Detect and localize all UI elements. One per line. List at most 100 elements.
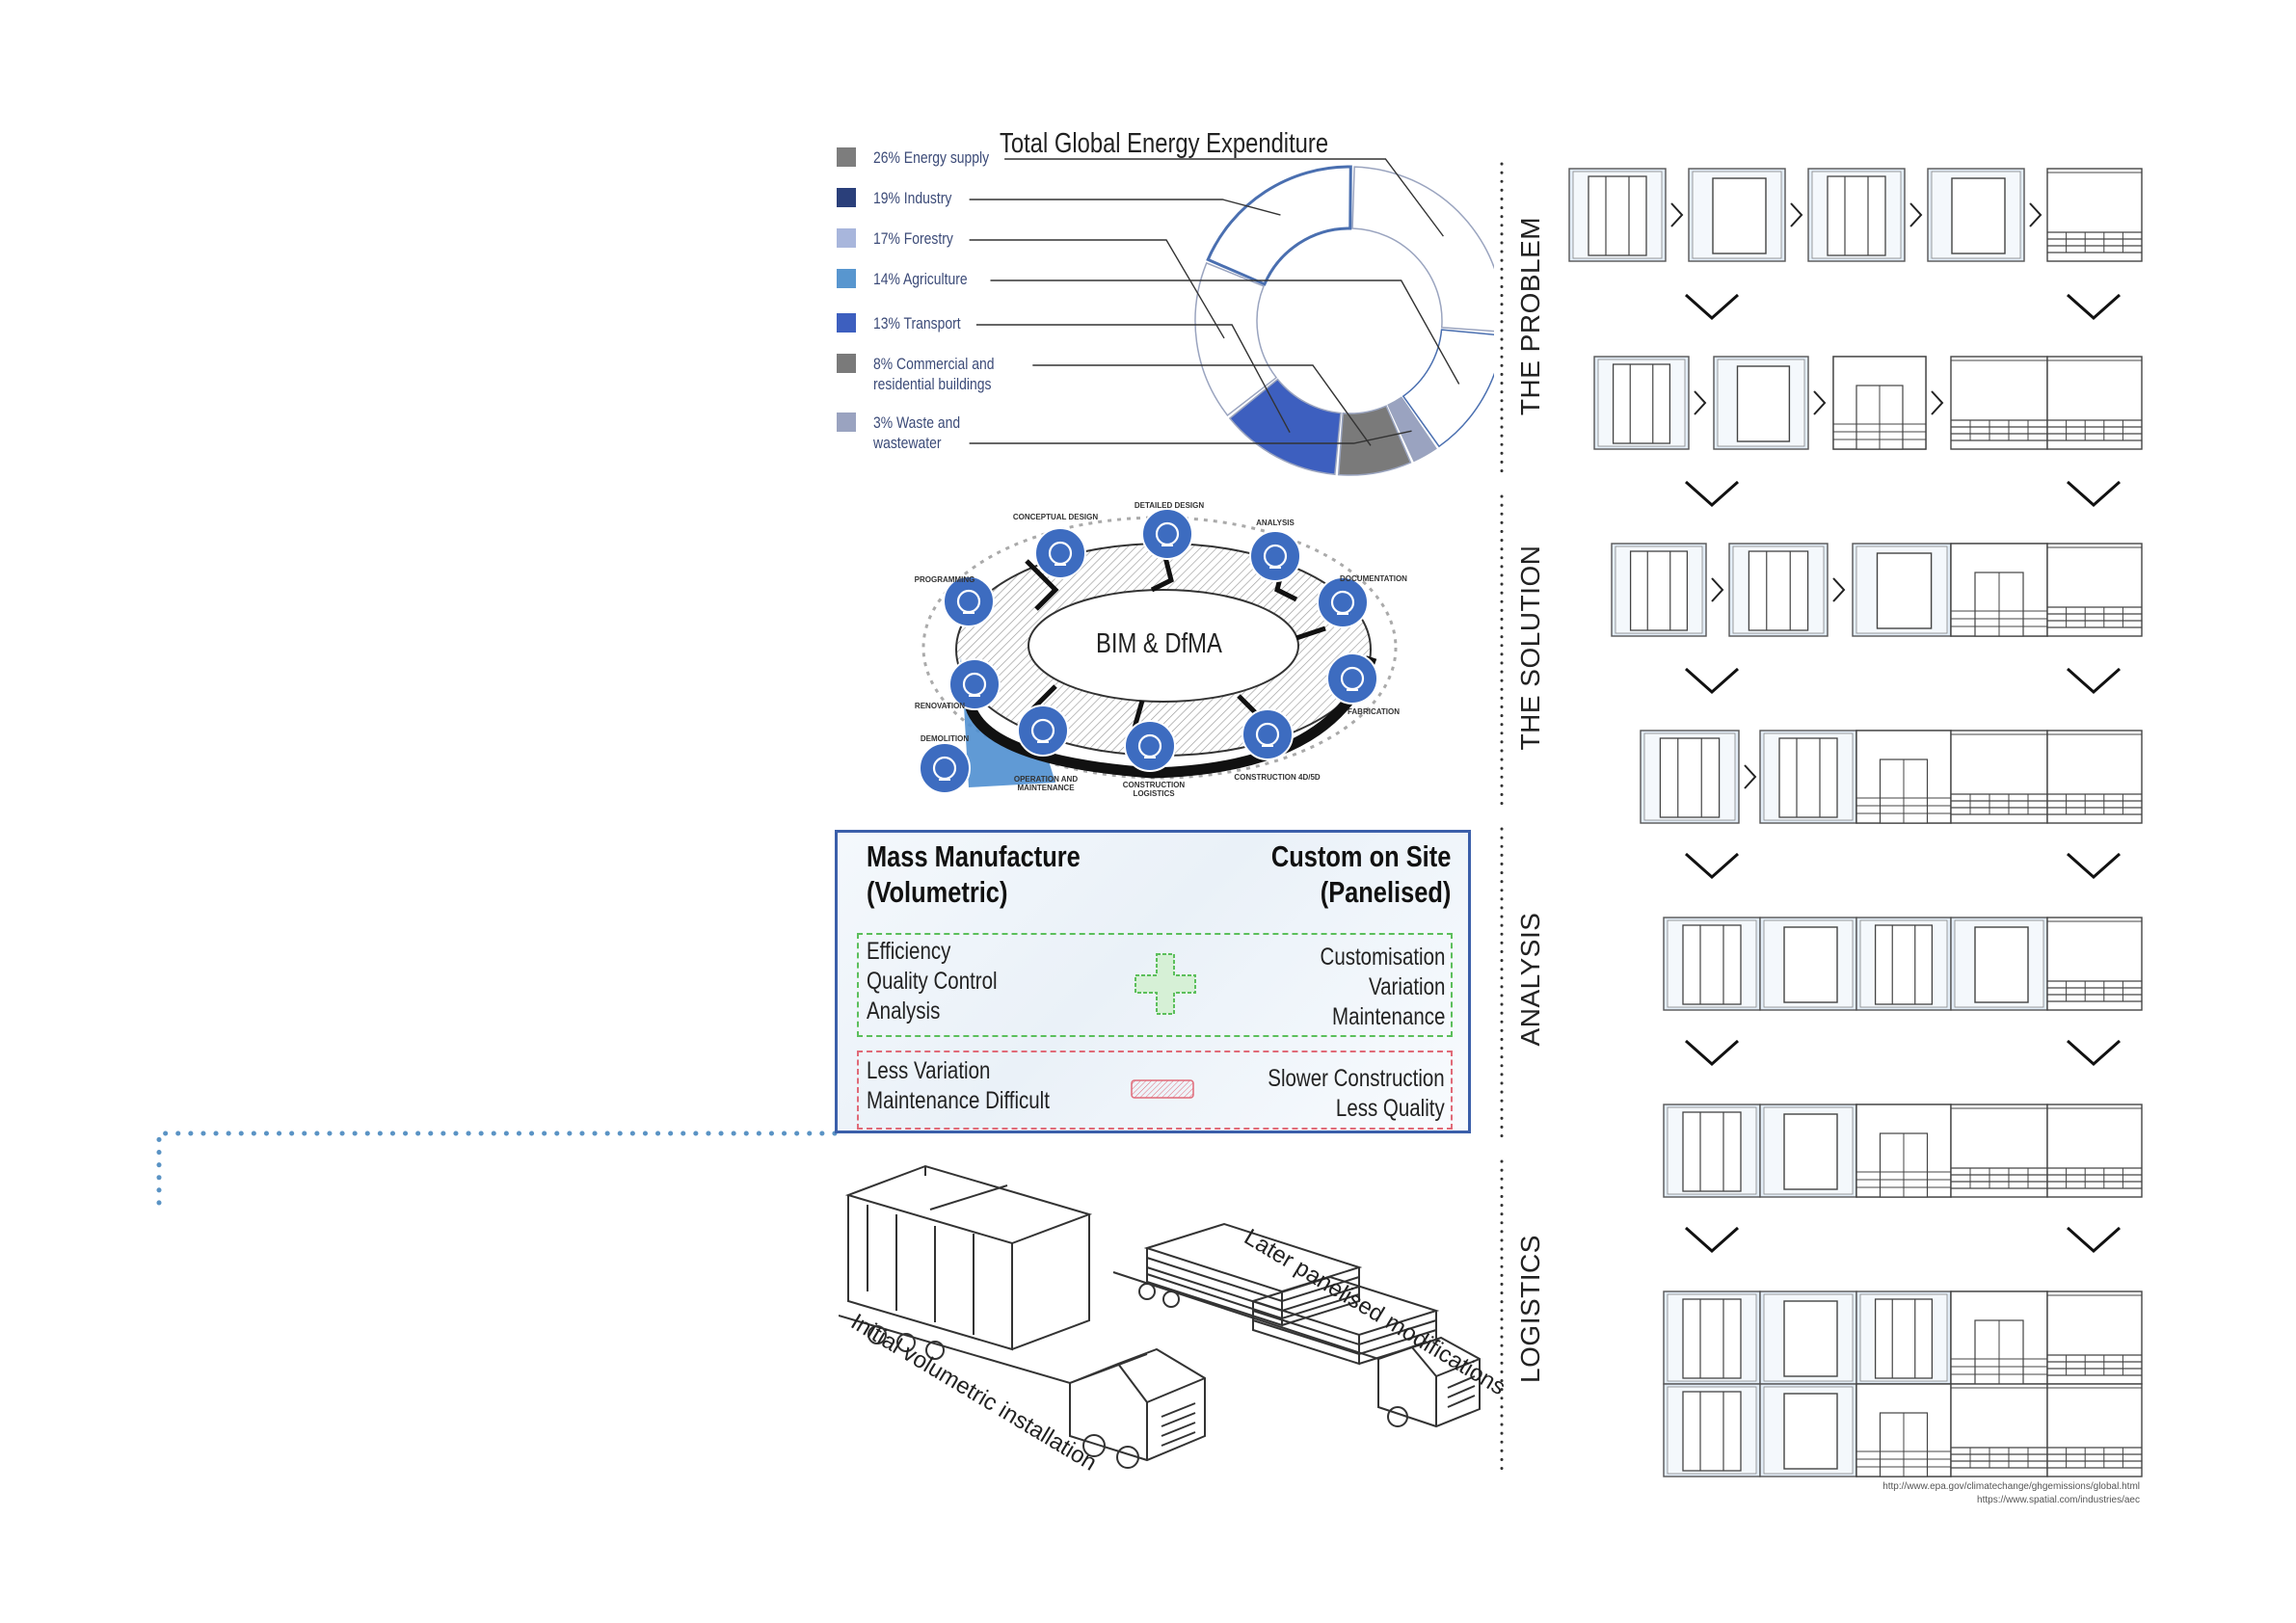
- bim-center-label: BIM & DfMA: [1096, 628, 1222, 659]
- bim-stage-label: CONSTRUCTION 4D/5D: [1234, 773, 1321, 782]
- excavator-icon: [919, 742, 971, 794]
- comparison-box: Mass Manufacture(Volumetric) Custom on S…: [835, 830, 1471, 1133]
- legend-label: 17% Forestry: [873, 229, 953, 248]
- bim-stage-label: FABRICATION: [1347, 707, 1401, 716]
- bim-stage-label: DETAILED DESIGN: [1134, 501, 1205, 510]
- module-cell: [1568, 168, 1667, 262]
- legend-label: 26% Energy supply: [873, 148, 990, 167]
- chevron-down-icon: [2067, 852, 2121, 880]
- lightbulb-icon: [1034, 527, 1086, 579]
- module-cell: [1688, 168, 1786, 262]
- trucks-illustration: Initial volumetric installation Later pa…: [839, 1157, 1509, 1484]
- module-cell: [1855, 917, 1952, 1011]
- chevron-down-icon: [1685, 1226, 1739, 1254]
- pie-slice-transport: [1228, 378, 1342, 476]
- legend-swatch: [837, 313, 856, 333]
- donut-chart-svg: [969, 158, 1494, 476]
- chevron-down-icon: [1685, 667, 1739, 695]
- legend-leader-line: [975, 324, 1291, 434]
- arrow-right-icon: [1670, 202, 1684, 227]
- legend-label: 19% Industry: [873, 189, 952, 207]
- reference-spatial: https://www.spatial.com/industries/aec: [1977, 1495, 2140, 1505]
- chevron-down-icon: [2067, 480, 2121, 508]
- module-cell: [2046, 730, 2143, 824]
- legend-swatch: [837, 147, 856, 167]
- module-cell: [1759, 917, 1857, 1011]
- module-cell: [1640, 730, 1740, 824]
- module-cell: [2046, 917, 2143, 1011]
- module-cell: [1832, 356, 1927, 450]
- right-title: Custom on Site (Panelised): [1270, 839, 1451, 909]
- arrow-right-icon: [1790, 202, 1803, 227]
- arrow-right-icon: [1832, 577, 1846, 602]
- chevron-down-icon: [1685, 852, 1739, 880]
- legend-leader-line: [969, 239, 1225, 339]
- module-cell: [1852, 543, 1952, 637]
- arrow-right-icon: [1931, 390, 1944, 415]
- module-cell: [2046, 168, 2143, 262]
- chevron-down-icon: [2067, 667, 2121, 695]
- reference-epa: http://www.epa.gov/climatechange/ghgemis…: [1882, 1481, 2140, 1492]
- arrow-right-icon: [1711, 577, 1724, 602]
- chevron-down-icon: [2067, 1226, 2121, 1254]
- pie-slice-energy-supply: [1351, 166, 1494, 333]
- module-cell: [1663, 1383, 1761, 1477]
- module-cell: [1663, 1290, 1761, 1385]
- crane-icon: [1124, 720, 1176, 772]
- chart-legend: 26% Energy supply 19% Industry 17% Forestr…: [829, 120, 1494, 482]
- chevron-down-icon: [1685, 293, 1739, 321]
- minus-icon: [1131, 1079, 1194, 1099]
- hardhat-icon: [1017, 705, 1069, 757]
- bim-stage-label: DOCUMENTATION: [1340, 574, 1407, 583]
- bim-stage-label: ANALYSIS: [1256, 519, 1295, 527]
- left-title: Mass Manufacture(Volumetric): [867, 839, 1081, 909]
- arrow-right-icon: [1813, 390, 1827, 415]
- module-cell: [1927, 168, 2025, 262]
- checklist-icon: [943, 575, 995, 627]
- section-label-problem: THE PROBLEM: [1515, 216, 1545, 416]
- documents-icon: [1317, 576, 1369, 628]
- module-cell: [1713, 356, 1809, 450]
- section-label-logistics: LOGISTICS: [1515, 1235, 1545, 1383]
- module-cell: [2046, 356, 2143, 450]
- module-cell: [1950, 1104, 2048, 1198]
- module-cell: [2046, 1104, 2143, 1198]
- module-cell: [1759, 1290, 1857, 1385]
- legend-label: 14% Agriculture: [873, 270, 968, 288]
- module-cell: [1950, 1290, 2048, 1385]
- section-label-solution: THE SOLUTION: [1515, 545, 1545, 751]
- references: http://www.epa.gov/climatechange/ghgemis…: [1882, 1481, 2140, 1505]
- module-cell: [1611, 543, 1707, 637]
- plus-icon: [1134, 952, 1197, 1016]
- pie-slice-commercial-and-residential-buildings: [1337, 405, 1412, 476]
- pros-right-list: Customisation Variation Maintenance: [1320, 944, 1445, 1030]
- module-cell: [1759, 1104, 1857, 1198]
- module-cell: [1950, 356, 2048, 450]
- chart-title: Total Global Energy Expenditure: [1000, 128, 1329, 159]
- module-cell: [1663, 1104, 1761, 1198]
- bim-cycle-svg: [919, 508, 1398, 794]
- bim-stage-labels: CONCEPTUAL DESIGN DETAILED DESIGN ANALYSIS…: [911, 493, 1412, 802]
- chevron-down-icon: [1685, 1039, 1739, 1067]
- arrow-right-icon: [1694, 390, 1707, 415]
- legend-label: 13% Transport: [873, 314, 961, 333]
- chevron-down-icon: [2067, 293, 2121, 321]
- module-cell: [1950, 730, 2048, 824]
- pie-slice-waste-and-wastewater: [1387, 396, 1437, 463]
- legend-swatch: [837, 269, 856, 288]
- bim-cycle-diagram: BIM & DfMA CONCEPTUAL DESIGN DETAILED DES…: [911, 493, 1412, 802]
- section-label-analysis: ANALYSIS: [1515, 912, 1545, 1047]
- module-cell: [1855, 1383, 1952, 1477]
- module-cell: [1593, 356, 1690, 450]
- legend-swatch: [837, 412, 856, 432]
- gears-icon: [1326, 652, 1378, 705]
- arrow-right-icon: [2029, 202, 2042, 227]
- blueprint-icon: [948, 658, 1001, 710]
- bim-stage-label: CONCEPTUAL DESIGN: [1012, 513, 1099, 521]
- legend-swatch: [837, 354, 856, 373]
